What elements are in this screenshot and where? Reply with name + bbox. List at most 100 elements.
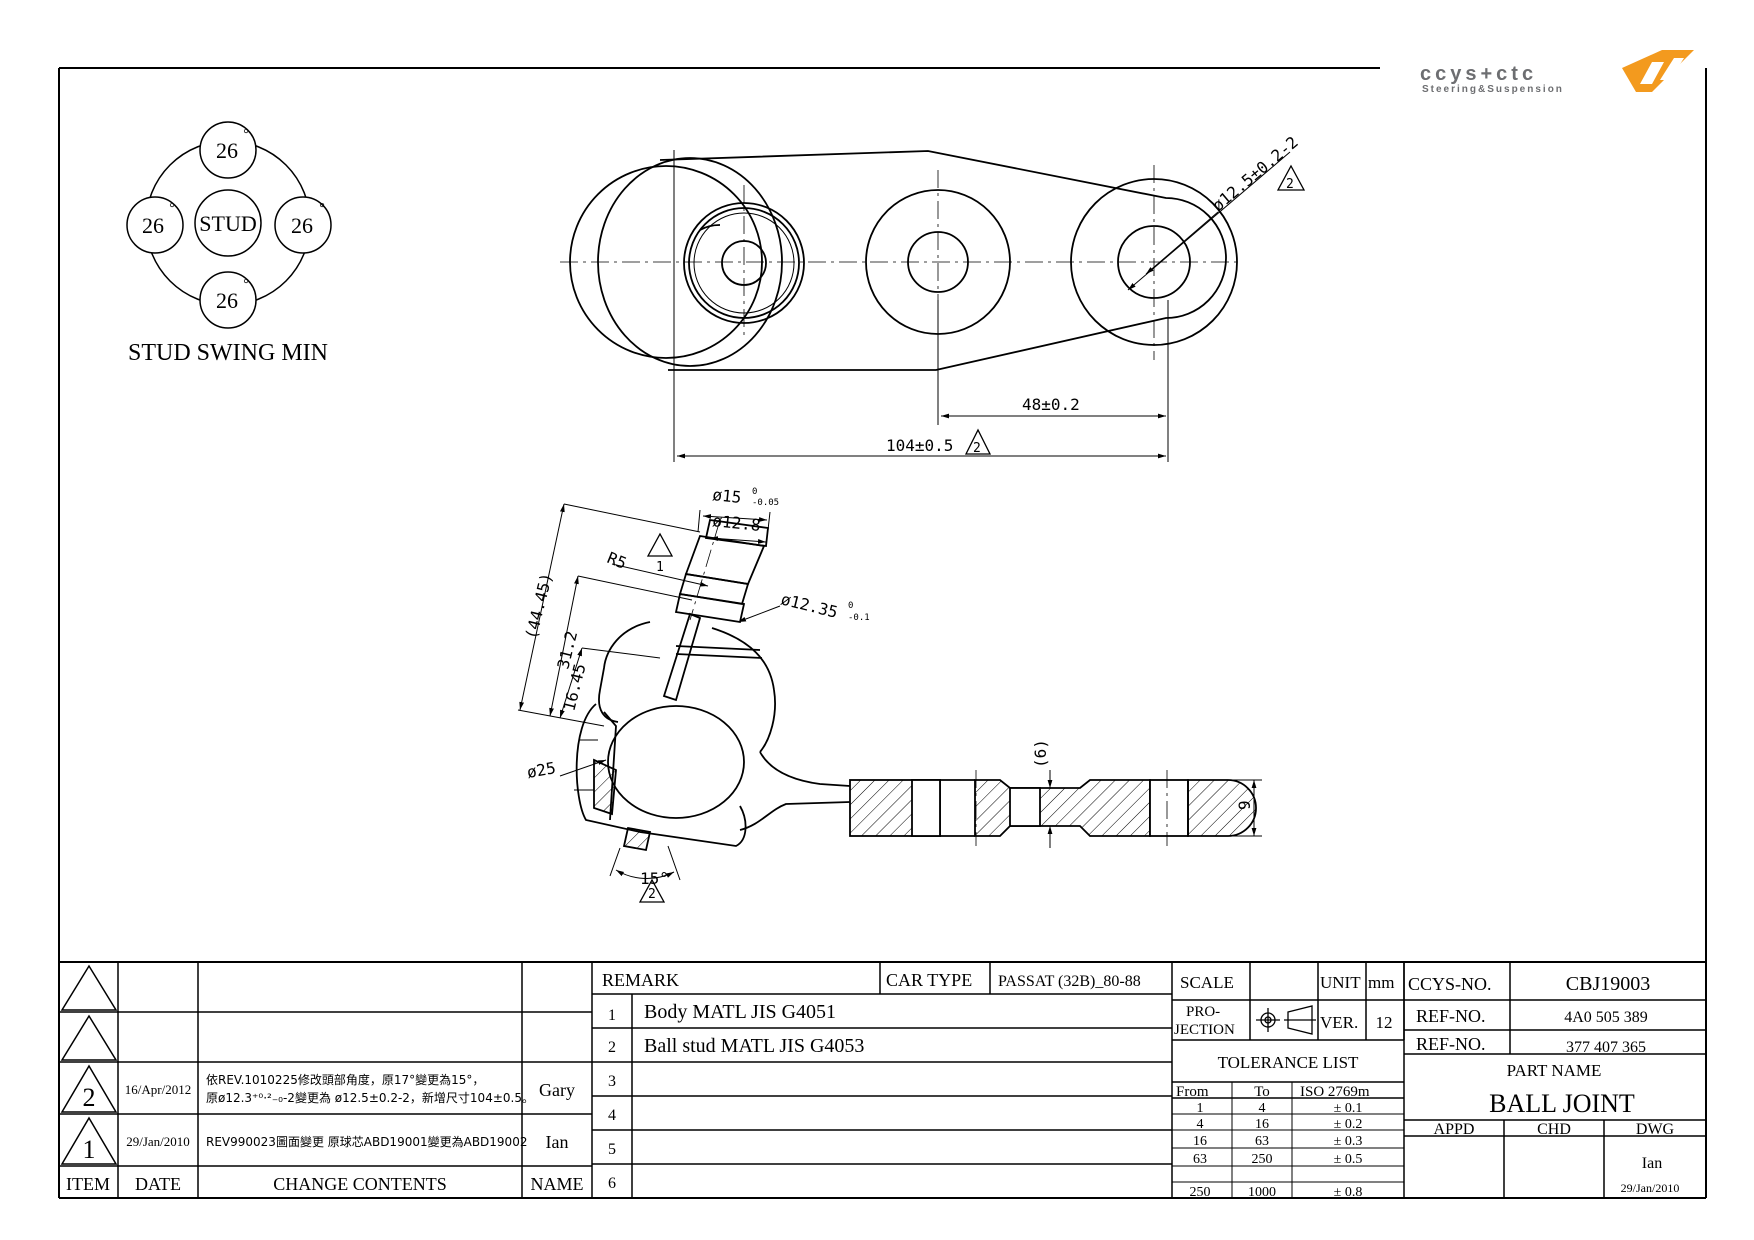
deg-bottom: ° [243, 277, 249, 292]
projection-symbol-icon [1256, 1005, 1316, 1035]
spec-block: SCALE UNIT mm PRO- JECTION VER. 12 TOLER… [1174, 973, 1394, 1200]
tol-cell: ± 0.3 [1334, 1134, 1363, 1149]
top-view-dims: 48±0.2 104±0.5 ø12.5±0.2-2 2 2 [886, 132, 1306, 456]
tol-cell: ± 0.5 [1334, 1152, 1363, 1167]
rev-header-item: ITEM [66, 1174, 110, 1194]
dim-9: 9 [1235, 800, 1254, 810]
dim-hole-dia: ø12.5±0.2-2 [1208, 132, 1301, 215]
rev-row-name: Gary [539, 1080, 575, 1100]
dwg-label: DWG [1636, 1121, 1675, 1138]
logo-tagline: Steering&Suspension [1422, 84, 1564, 95]
dim-dia15-tol-up: 0 [752, 487, 757, 497]
tol-header-to: To [1254, 1084, 1270, 1100]
part-info-block: CCYS-NO. CBJ19003 REF-NO. 4A0 505 389 RE… [1408, 973, 1679, 1195]
appd-label: APPD [1434, 1121, 1475, 1138]
rev-triangle-icon [60, 964, 118, 1011]
tolerance-title: TOLERANCE LIST [1218, 1053, 1359, 1072]
projection-label-2: JECTION [1174, 1022, 1235, 1038]
rev-row-item: 2 [83, 1083, 96, 1112]
tol-cell: 1000 [1248, 1185, 1276, 1200]
remark-text: Ball stud MATL JIS G4053 [644, 1035, 864, 1057]
remark-table: REMARK CAR TYPE PASSAT (32B)_80-88 1 Bod… [602, 970, 1141, 1192]
remark-text: Body MATL JIS G4051 [644, 1001, 836, 1023]
deg-right: ° [319, 201, 325, 216]
remark-no: 5 [608, 1141, 616, 1158]
dim-dia25: ø25 [525, 758, 557, 782]
rev-row-date: 29/Jan/2010 [126, 1134, 190, 1149]
ver-label: VER. [1320, 1013, 1358, 1032]
dim-48: 48±0.2 [1022, 395, 1080, 414]
rev-row-contents-2: 原ø12.3⁺⁰·²₋₀-2變更為 ø12.5±0.2-2，新增尺寸104±0.… [206, 1090, 534, 1105]
dim-angle-rev: 2 [648, 887, 656, 902]
dim-dia12-35: ø12.35 [779, 589, 840, 621]
rev-row-name: Ian [546, 1132, 569, 1152]
dim-r5: R5 [605, 548, 630, 573]
chd-label: CHD [1537, 1121, 1571, 1138]
remark-no: 6 [608, 1175, 616, 1192]
stud-swing-title: STUD SWING MIN [128, 340, 328, 366]
rev-triangle-icon [60, 1014, 118, 1061]
tol-cell: 63 [1193, 1152, 1207, 1167]
rev-row-date: 16/Apr/2012 [125, 1082, 191, 1097]
remark-no: 2 [608, 1039, 616, 1056]
remark-no: 1 [608, 1007, 616, 1024]
tol-cell: 63 [1255, 1134, 1269, 1149]
remark-label: REMARK [602, 970, 679, 990]
stud-label: STUD [199, 211, 256, 236]
swing-right-value: 26 [291, 213, 313, 238]
deg-left: ° [169, 201, 175, 216]
revision-table: ITEM DATE CHANGE CONTENTS NAME 2 16/Apr/… [66, 1072, 584, 1194]
dwg-value: Ian [1642, 1155, 1662, 1172]
unit-label: UNIT [1320, 973, 1361, 992]
dim-6: (6) [1031, 739, 1050, 768]
tol-cell: ± 0.8 [1334, 1185, 1363, 1200]
rev-row-contents-1: REV990023圖面變更 原球芯ABD19001變更為ABD19002 [206, 1134, 527, 1149]
logo-brand: ccys+ctc [1420, 63, 1537, 85]
tol-cell: 4 [1259, 1101, 1266, 1116]
dim-r5-rev: 1 [656, 560, 664, 575]
dim-dia12-35-tol-lo: -0.1 [848, 613, 870, 623]
tol-cell: 16 [1255, 1117, 1269, 1132]
dim-44-45: (44.45) [521, 571, 556, 641]
deg-top: ° [243, 127, 249, 142]
tol-header-iso: ISO 2769m [1300, 1084, 1370, 1100]
rev-header-date: DATE [135, 1174, 181, 1194]
tol-cell: 250 [1190, 1185, 1211, 1200]
ver-value: 12 [1376, 1013, 1393, 1032]
tol-cell: ± 0.1 [1334, 1101, 1363, 1116]
side-view-dims [517, 503, 1262, 903]
rev-triangle-icon [60, 1064, 118, 1113]
projection-label-1: PRO- [1186, 1004, 1220, 1020]
unit-value: mm [1368, 973, 1394, 992]
sheet-border [58, 67, 1707, 1199]
remark-no: 3 [608, 1073, 616, 1090]
tol-header-from: From [1176, 1084, 1209, 1100]
rev-row-item: 1 [83, 1135, 96, 1164]
revision-triangles [60, 964, 118, 1165]
part-name-label: PART NAME [1507, 1061, 1602, 1080]
rev-header-name: NAME [531, 1174, 584, 1194]
dim-dia12-35-tol-up: 0 [848, 601, 853, 611]
rev-triangle-icon [964, 164, 1306, 455]
dim-angle-15: 15° [640, 869, 669, 888]
tol-cell: 250 [1252, 1152, 1273, 1167]
swing-bottom-value: 26 [216, 288, 238, 313]
ref2-value: 377 407 365 [1566, 1039, 1646, 1056]
stud-swing-diagram [126, 121, 332, 329]
tol-cell: ± 0.2 [1334, 1117, 1363, 1132]
ccys-label: CCYS-NO. [1408, 974, 1492, 994]
side-section-view [574, 518, 1257, 852]
ccys-no: CBJ19003 [1566, 973, 1650, 995]
swing-left-value: 26 [142, 213, 164, 238]
car-type-value: PASSAT (32B)_80-88 [998, 973, 1141, 990]
part-name-value: BALL JOINT [1489, 1089, 1635, 1118]
car-type-label: CAR TYPE [886, 970, 972, 990]
dim-dia12-8: ø12.8 [712, 511, 762, 535]
ref1-label: REF-NO. [1416, 1006, 1486, 1026]
stud-swing-labels: STUD 26 26 26 26 ° ° ° ° STUD SWING MIN [128, 127, 328, 366]
ref1-value: 4A0 505 389 [1564, 1009, 1648, 1026]
tol-cell: 16 [1193, 1134, 1207, 1149]
dim-dia15: ø15 [712, 485, 743, 507]
tol-cell: 1 [1197, 1101, 1204, 1116]
